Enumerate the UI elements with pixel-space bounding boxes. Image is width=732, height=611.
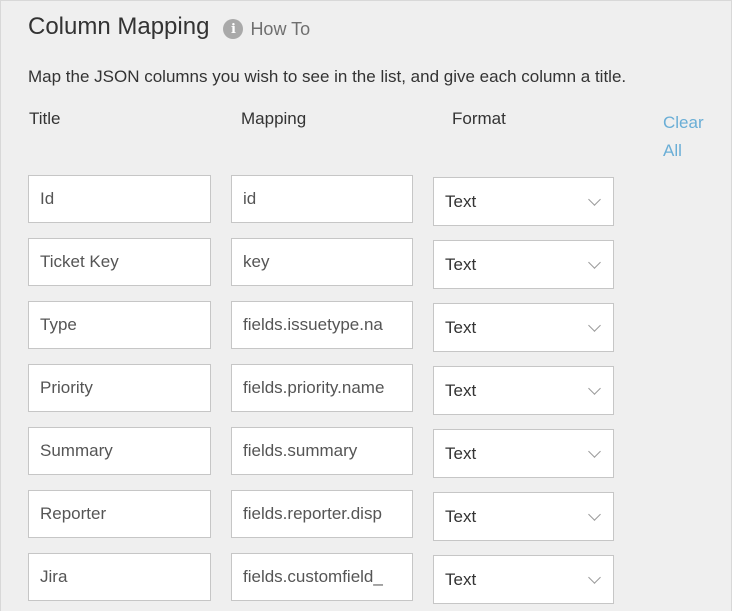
panel-header: Column Mapping i How To	[28, 13, 310, 41]
description-text: Map the JSON columns you wish to see in …	[28, 67, 627, 86]
chevron-down-icon	[588, 192, 601, 206]
format-select[interactable]: Text	[433, 303, 614, 352]
how-to-label: How To	[250, 18, 311, 39]
format-value: Text	[445, 506, 477, 526]
format-select[interactable]: Text	[433, 177, 614, 226]
chevron-down-icon	[588, 570, 601, 584]
mapping-column-header: Mapping	[241, 109, 307, 128]
chevron-down-icon	[588, 444, 601, 458]
format-value: Text	[445, 380, 477, 400]
info-icon: i	[223, 19, 244, 39]
format-column-header: Format	[452, 109, 506, 128]
mapping-input[interactable]: id	[231, 175, 413, 223]
table-row: Type fields.issuetype.na Text	[1, 301, 732, 352]
title-input[interactable]: Type	[28, 301, 211, 349]
title-input[interactable]: Priority	[28, 364, 211, 412]
format-select[interactable]: Text	[433, 240, 614, 289]
table-row: Priority fields.priority.name Text	[1, 364, 732, 415]
title-input[interactable]: Reporter	[28, 490, 211, 538]
format-select[interactable]: Text	[433, 429, 614, 478]
chevron-down-icon	[588, 507, 601, 521]
clear-all-link[interactable]: Clear All	[663, 113, 704, 160]
format-value: Text	[445, 191, 477, 211]
format-value: Text	[445, 443, 477, 463]
mapping-input[interactable]: fields.priority.name	[231, 364, 413, 412]
mapping-input[interactable]: key	[231, 238, 413, 286]
title-input[interactable]: Id	[28, 175, 211, 223]
format-value: Text	[445, 254, 477, 274]
mapping-input[interactable]: fields.customfield_	[231, 553, 413, 601]
title-input[interactable]: Ticket Key	[28, 238, 211, 286]
title-column-header: Title	[29, 109, 61, 128]
format-select[interactable]: Text	[433, 366, 614, 415]
table-row: Summary fields.summary Text	[1, 427, 732, 478]
title-input[interactable]: Jira	[28, 553, 211, 601]
format-value: Text	[445, 317, 477, 337]
chevron-down-icon	[588, 255, 601, 269]
table-row: Jira fields.customfield_ Text	[1, 553, 732, 604]
chevron-down-icon	[588, 318, 601, 332]
title-input[interactable]: Summary	[28, 427, 211, 475]
mapping-input[interactable]: fields.reporter.disp	[231, 490, 413, 538]
table-row: Ticket Key key Text	[1, 238, 732, 289]
format-value: Text	[445, 569, 477, 589]
mapping-input[interactable]: fields.issuetype.na	[231, 301, 413, 349]
format-select[interactable]: Text	[433, 555, 614, 604]
page-title: Column Mapping	[28, 13, 210, 40]
mapping-input[interactable]: fields.summary	[231, 427, 413, 475]
format-select[interactable]: Text	[433, 492, 614, 541]
how-to-link[interactable]: i How To	[223, 19, 310, 40]
chevron-down-icon	[588, 381, 601, 395]
table-row: Reporter fields.reporter.disp Text	[1, 490, 732, 541]
